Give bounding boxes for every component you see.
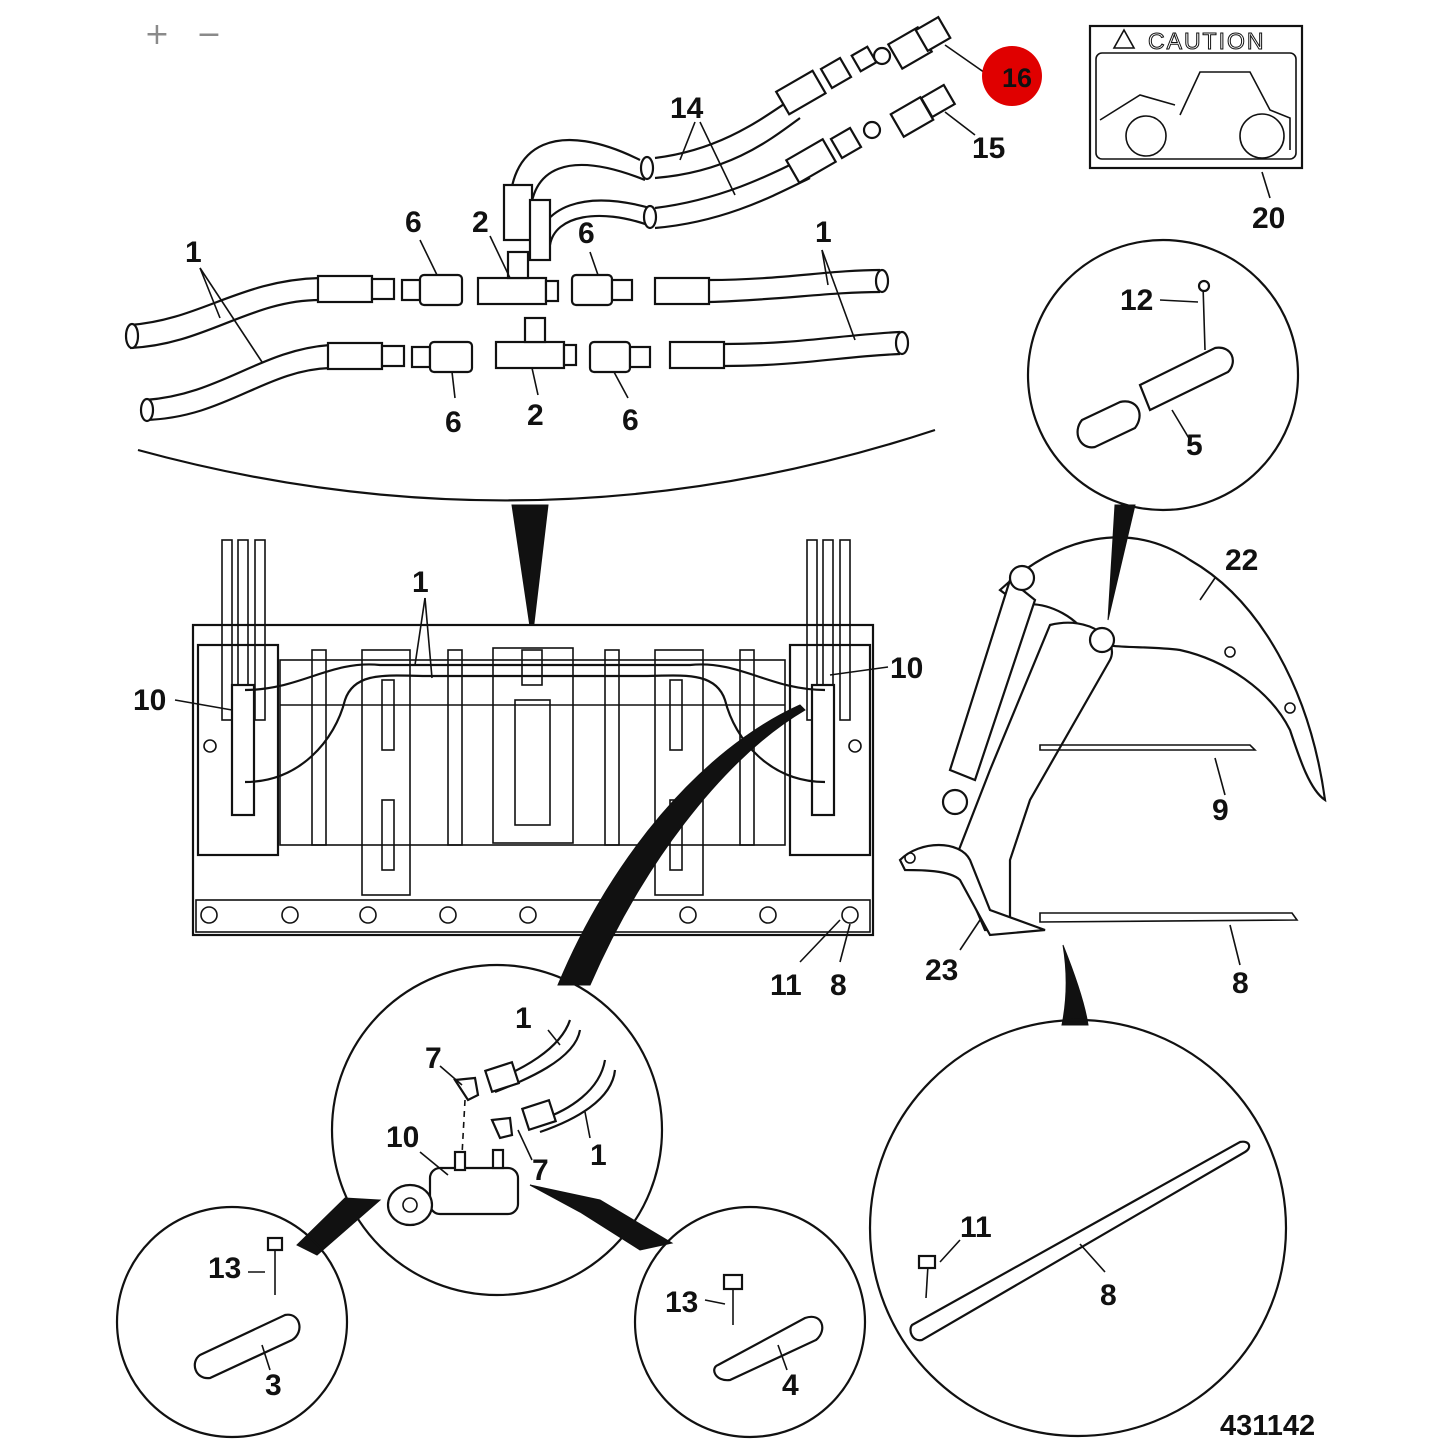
zoom-controls: + − bbox=[140, 18, 226, 52]
detail-circle-tine bbox=[868, 944, 1288, 1438]
grab-frame bbox=[174, 539, 889, 963]
label-pin-4: 4 bbox=[782, 1369, 799, 1402]
label-hose-14: 14 bbox=[670, 92, 704, 125]
label-frame-23: 23 bbox=[925, 954, 958, 987]
label-adapter-tl: 6 bbox=[405, 206, 422, 239]
label-adapter-tr: 6 bbox=[578, 217, 595, 250]
label-hose-frame: 1 bbox=[412, 566, 429, 599]
adapters-and-tees bbox=[400, 235, 652, 399]
label-tine-detail: 8 bbox=[1100, 1279, 1117, 1312]
grapple-side-view bbox=[898, 504, 1327, 966]
label-decal-20: 20 bbox=[1252, 202, 1285, 235]
detail-arc-top bbox=[137, 428, 936, 502]
caution-decal bbox=[1088, 24, 1304, 199]
hose-pair-right bbox=[653, 249, 910, 370]
label-grapple-22: 22 bbox=[1225, 544, 1258, 577]
drawing-number: 431142 bbox=[1220, 1410, 1315, 1442]
highlight-circle[interactable] bbox=[982, 46, 1042, 106]
label-bolt-frame: 11 bbox=[770, 969, 802, 1002]
label-cylinder-detail: 10 bbox=[386, 1121, 419, 1154]
label-adapter-br: 6 bbox=[622, 404, 639, 437]
label-bolt-13-left: 13 bbox=[208, 1252, 241, 1285]
label-tine-frame: 8 bbox=[830, 969, 847, 1002]
zoom-out-button[interactable]: − bbox=[192, 18, 226, 52]
highlight-callout-16[interactable]: 16 bbox=[982, 46, 1042, 106]
highlight-label[interactable]: 16 bbox=[1002, 63, 1032, 93]
label-hose-detail-bottom: 1 bbox=[590, 1139, 607, 1172]
label-hose-upper-right: 1 bbox=[815, 216, 832, 249]
label-coupler-15: 15 bbox=[972, 132, 1005, 165]
label-hose-upper-left: 1 bbox=[185, 236, 202, 269]
label-bolt-12: 12 bbox=[1120, 284, 1153, 317]
detail-circle-pin-4 bbox=[633, 1205, 867, 1439]
caution-text: CAUTION bbox=[1148, 28, 1266, 54]
callout-pointer-top bbox=[511, 504, 549, 641]
label-adapter-bl: 6 bbox=[445, 406, 462, 439]
detail-circle-cylinder bbox=[296, 963, 674, 1297]
label-elbow-bottom: 7 bbox=[532, 1154, 549, 1187]
label-pin-5: 5 bbox=[1186, 429, 1203, 462]
label-bolt-detail: 11 bbox=[960, 1211, 992, 1244]
detail-circle-pin-5 bbox=[1026, 238, 1300, 512]
label-cylinder-left: 10 bbox=[133, 684, 166, 717]
label-elbow-top: 7 bbox=[425, 1042, 442, 1075]
label-pin-3: 3 bbox=[265, 1369, 282, 1402]
label-tee-bottom: 2 bbox=[527, 399, 544, 432]
part-labels: 1 1 1 1 1 2 2 3 4 5 6 6 6 6 7 7 8 8 8 9 … bbox=[133, 92, 1285, 1402]
label-cylinder-right: 10 bbox=[890, 652, 923, 685]
label-hose-detail-top: 1 bbox=[515, 1002, 532, 1035]
detail-circle-pin-3 bbox=[115, 1205, 349, 1439]
label-tee-top: 2 bbox=[472, 206, 489, 239]
label-bolt-13-right: 13 bbox=[665, 1286, 698, 1319]
label-tine-side: 8 bbox=[1232, 967, 1249, 1000]
hose-pair-left bbox=[124, 267, 406, 423]
hose-assembly-top bbox=[502, 15, 989, 262]
label-tine-upper: 9 bbox=[1212, 794, 1229, 827]
zoom-in-button[interactable]: + bbox=[140, 18, 174, 52]
